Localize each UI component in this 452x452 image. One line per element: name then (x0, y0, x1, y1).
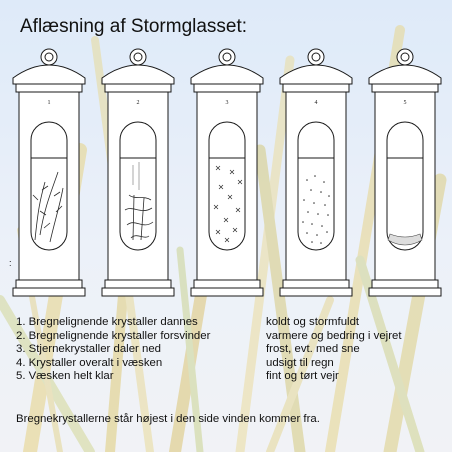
legend-description: 1. Bregnelignende krystaller dannes (16, 316, 198, 328)
legend-weather: fint og tørt vejr (266, 370, 339, 383)
glass-number-1: 1 (48, 100, 51, 106)
storm-glass-3: 3 (190, 48, 264, 297)
stray-mark: : (9, 258, 12, 268)
legend-description: 2. Bregnelignende krystaller forsvinder (16, 329, 211, 342)
legend-weather: udsigt til regn (266, 356, 334, 369)
storm-glass-2: 2 (101, 48, 175, 297)
legend-description: 5. Væsken helt klar (16, 370, 114, 383)
footnote: Bregnekrystallerne står højest i den sid… (16, 413, 320, 425)
legend-description: 4. Krystaller overalt i væsken (16, 356, 163, 369)
glass-number-4: 4 (315, 100, 318, 106)
page-title: Aflæsning af Stormglasset: (20, 16, 248, 37)
storm-glass-1: 1 (12, 48, 86, 297)
storm-glass-illustration: 1 2 (12, 48, 442, 297)
legend-weather: koldt og stormfuldt (266, 316, 360, 328)
glass-number-5: 5 (404, 100, 407, 106)
legend-weather: varmere og bedring i vejret (266, 329, 402, 342)
legend-weather: frost, evt. med sne (266, 343, 360, 356)
storm-glass-5: 5 (368, 48, 442, 297)
glass-number-3: 3 (226, 100, 229, 106)
storm-glass-4: 4 (279, 48, 353, 297)
legend-description: 3. Stjernekrystaller daler ned (16, 343, 161, 356)
glass-number-2: 2 (137, 100, 140, 106)
